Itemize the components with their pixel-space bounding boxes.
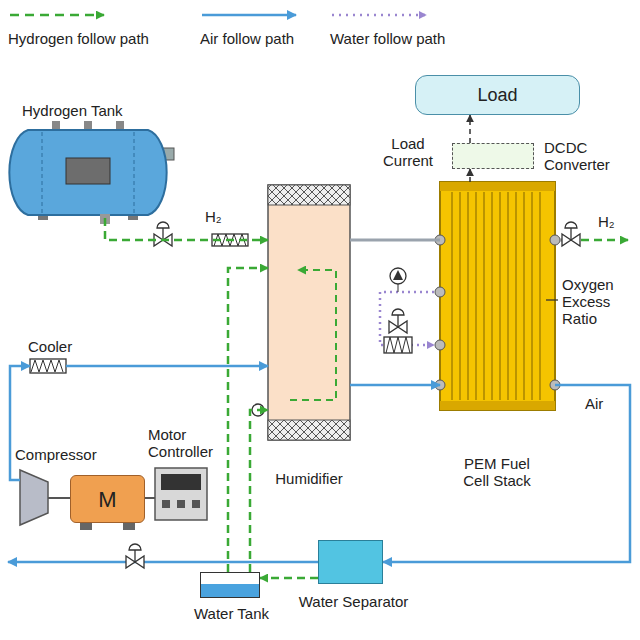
- legend-item: Air follow path: [200, 6, 300, 47]
- legend-sample: [200, 6, 300, 24]
- signal-label: Oxygen Excess Ratio: [562, 276, 634, 327]
- connector: [228, 268, 268, 572]
- motor-controller: Motor Controller: [155, 468, 207, 520]
- connector: [469, 115, 471, 143]
- node-label: DCDC Converter: [544, 139, 622, 173]
- legend-item: Hydrogen follow path: [8, 6, 149, 47]
- node-label: Water Separator: [291, 593, 416, 610]
- exhaust-line: [8, 561, 318, 564]
- gas-label: H₂: [205, 208, 245, 225]
- node-label: Cooler: [28, 338, 98, 355]
- node-label: Humidifier: [259, 470, 359, 487]
- water-tank: Water Tank: [200, 572, 260, 598]
- node-label: PEM Fuel Cell Stack: [452, 455, 542, 489]
- signal-label: Load Current: [376, 135, 440, 169]
- connector: [350, 239, 440, 242]
- connector: [250, 410, 268, 572]
- connector: [469, 169, 471, 182]
- gas-label: Air: [585, 395, 625, 412]
- motor: M: [70, 475, 145, 523]
- water-separator: Water Separator: [318, 540, 383, 584]
- fuel-cell-stack: [435, 182, 560, 410]
- water-loop: [380, 268, 434, 353]
- hydrogen-outlet: [581, 239, 628, 242]
- legend-sample: [330, 6, 430, 24]
- valve: [126, 544, 144, 568]
- legend-line: [332, 14, 426, 17]
- connector: [66, 365, 268, 368]
- connector: [383, 385, 630, 562]
- leader-line: [546, 299, 558, 300]
- fuel-cell-stack: PEM Fuel Cell Stack: [440, 182, 555, 410]
- gas-label: H₂: [598, 213, 634, 230]
- compressor: Compressor: [20, 470, 48, 525]
- node-label: Motor Controller: [148, 426, 220, 460]
- legend-line: [10, 14, 104, 17]
- legend-line: [202, 14, 296, 17]
- cooler-coil: [31, 360, 63, 372]
- legend-item: Water follow path: [330, 6, 445, 47]
- load-box: Load: [415, 75, 580, 115]
- humidifier: Humidifier: [268, 185, 350, 440]
- motor-controller-box: [155, 468, 207, 520]
- connector: [145, 497, 155, 499]
- valve: [154, 222, 172, 246]
- node-label: Compressor: [15, 446, 125, 463]
- legend-text: Hydrogen follow path: [8, 30, 149, 47]
- connector: [105, 218, 268, 240]
- valve: [562, 222, 580, 246]
- node-label: Water Tank: [184, 605, 279, 622]
- legend-text: Water follow path: [330, 30, 445, 47]
- dcdc-converter: DCDC Converter: [452, 143, 534, 169]
- humidifier-body: [268, 185, 350, 440]
- compressor-body: [20, 470, 48, 525]
- connector: [48, 497, 70, 499]
- legend-text: Air follow path: [200, 30, 300, 47]
- node-text: M: [98, 487, 116, 512]
- hydrogen-tank: Hydrogen Tank: [3, 128, 175, 218]
- node-label: Hydrogen Tank: [22, 102, 172, 119]
- cooler: Cooler: [30, 359, 66, 373]
- node-text: Load: [477, 85, 517, 106]
- hydrogen-tank: [9, 121, 174, 224]
- connector: [350, 384, 440, 387]
- connector: [260, 577, 318, 580]
- legend-sample: [8, 6, 108, 24]
